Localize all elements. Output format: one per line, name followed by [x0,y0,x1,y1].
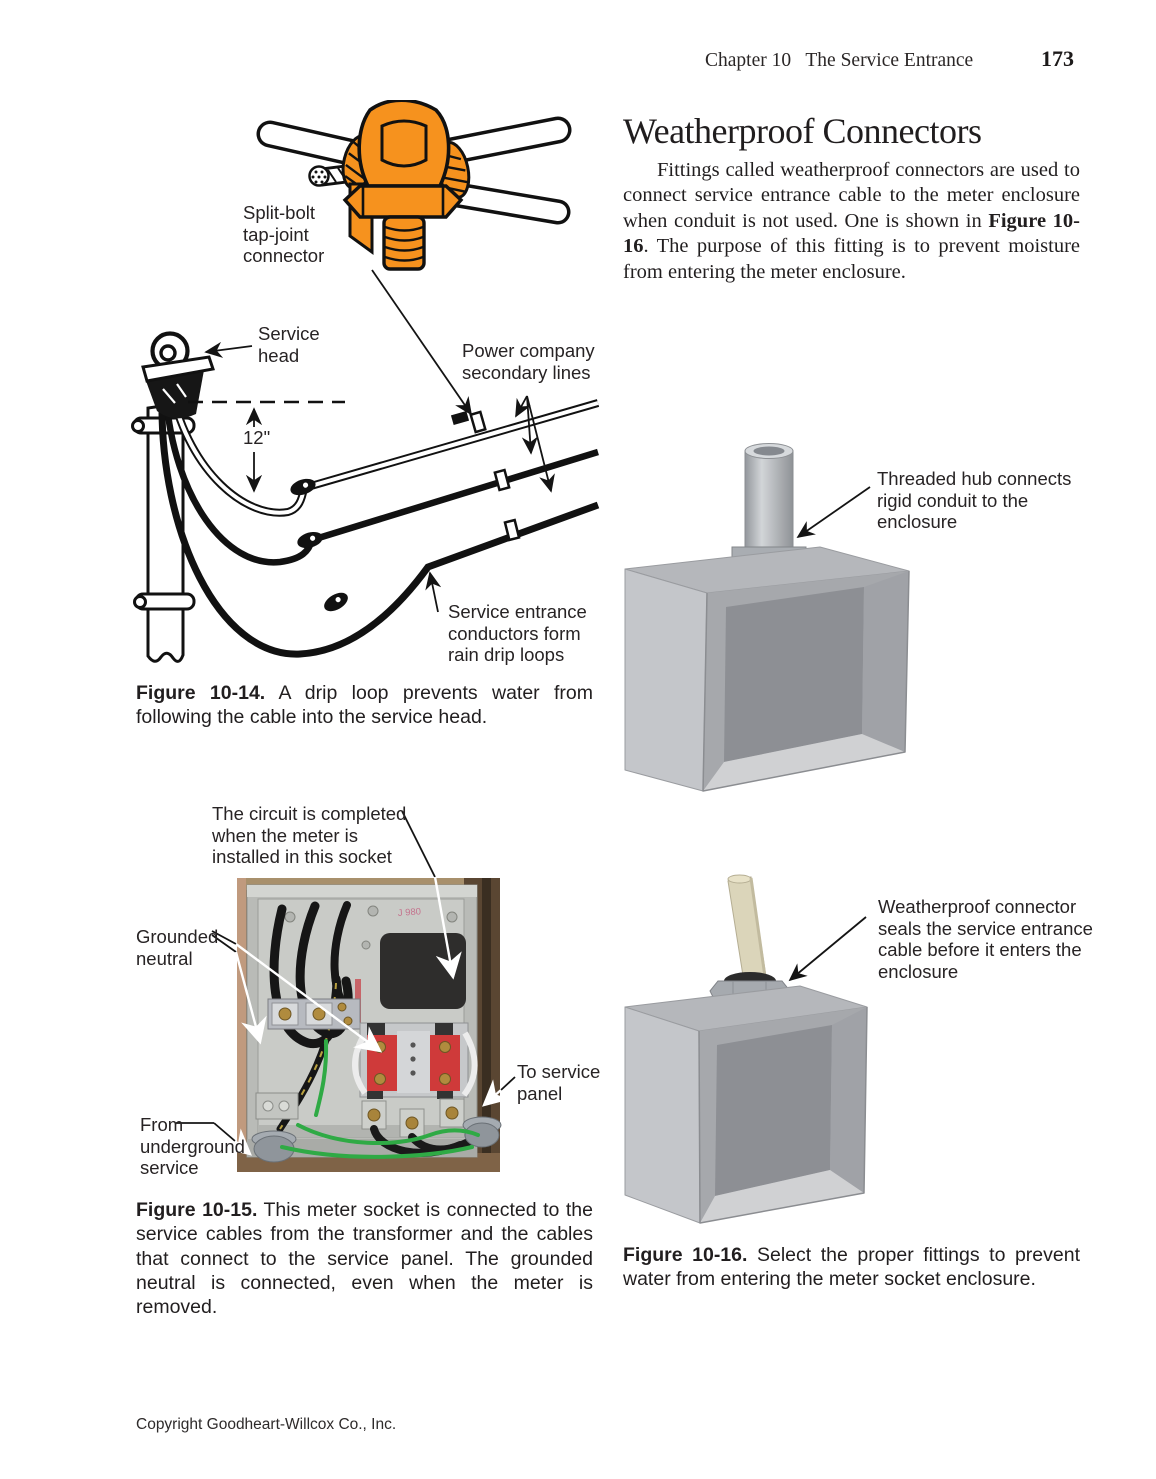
header-chapter-title: Chapter 10 The Service Entrance [705,50,974,71]
drip-loop-cables [158,391,600,658]
label-12-inches: 12" [243,427,271,448]
figure-10-16-caption-number: Figure 10-16. [623,1244,748,1266]
figure-10-15-photo: J 980 [176,810,516,1172]
body-text-start: Fittings called weatherproof connectors … [623,159,1080,232]
figure-10-14-caption-text: A drip loop prevents water from followin… [136,682,594,729]
section-heading: Weatherproof Connectors [623,111,982,151]
service-head-arrow [204,341,253,358]
split-bolt-leader-line [371,269,473,416]
figure-10-14-caption-number: Figure 10-14. [136,682,266,704]
label-service-head: Service head [258,323,320,366]
header-page-number: 173 [1041,46,1074,71]
footer-copyright: Copyright Goodheart-Willcox Co., Inc. [136,1416,397,1433]
figure-reference: Figure 10-16 [623,209,1080,258]
splice-connectors [290,478,348,612]
label-split-bolt: Split-bolt tap-joint connector [243,202,325,266]
body-text-end: . The purpose of this fitting is to prev… [623,235,1080,283]
figure-10-14-caption: Figure 10-14. A drip loop prevents water… [136,681,593,730]
drip-loops-arrow [425,571,442,613]
photo-neutral-bus [255,979,361,1120]
label-threaded-hub: Threaded hub connects rigid conduit to t… [877,468,1072,532]
figure-10-16-caption-text: Select the proper fittings to prevent wa… [623,1244,1080,1291]
figure-10-16-enclosure-connector [624,874,868,1224]
service-cable-art [727,874,767,983]
threaded-hub-arrow [796,486,871,539]
body-paragraph: Fittings called weatherproof connectors … [623,158,1080,285]
label-power-lines: Power company secondary lines [462,340,595,383]
photo-meter-socket-box: J 980 [246,884,502,1163]
photo-conduit-fittings [251,1116,502,1163]
line-collars [450,410,521,542]
label-from-underground: From underground service [140,1114,245,1178]
label-grounded-neutral: Grounded neutral [136,926,219,969]
figure-10-15-caption: Figure 10-15. This meter socket is conne… [136,1198,593,1319]
photo-ground-wires [280,1039,480,1159]
split-bolt-connector-art [256,100,572,271]
weatherproof-connector-arrow [788,916,867,982]
power-lines-arrows [515,395,555,493]
photo-leader-lines [176,810,516,1156]
figure-10-14-drawing [131,100,600,663]
label-drip-loops: Service entrance conductors form rain dr… [448,601,587,665]
photo-panel-cables [370,1125,474,1157]
enclosure-box-art [624,546,910,792]
enclosure-box-art-2 [624,985,868,1224]
service-head-art [141,331,215,419]
photo-marking-text: J 980 [397,906,421,919]
label-meter-socket: The circuit is completed when the meter … [212,803,407,867]
label-weatherproof-connector: Weatherproof connector seals the service… [878,896,1093,982]
photo-socket-jaws [352,1022,478,1099]
figure-10-16-caption: Figure 10-16. Select the proper fittings… [623,1243,1080,1292]
figure-10-15-caption-text: This meter socket is connected to the se… [136,1199,593,1319]
figure-10-16-enclosure-hub [624,443,910,792]
figure-10-15-caption-number: Figure 10-15. [136,1199,258,1221]
label-to-service-panel: To service panel [517,1061,601,1104]
